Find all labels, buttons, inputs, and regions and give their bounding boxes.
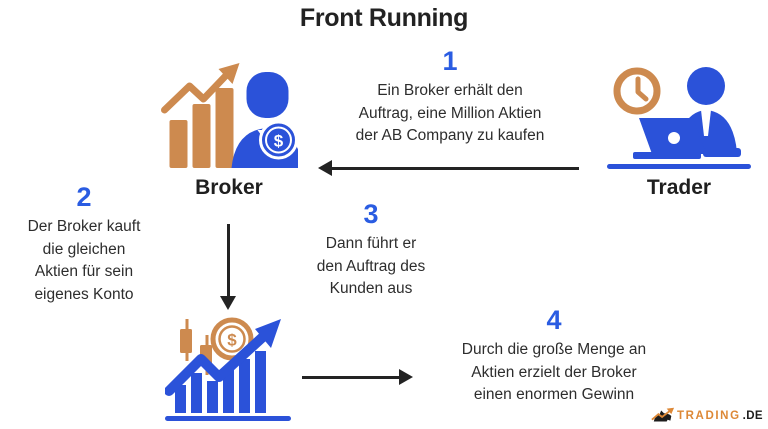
step-2: 2 Der Broker kauft die gleichen Aktien f… <box>0 182 168 306</box>
step-2-text: Der Broker kauft die gleichen Aktien für… <box>27 218 141 303</box>
desk-line <box>607 164 751 169</box>
arrow-head-right <box>399 369 413 385</box>
growth-chart-icon: $ <box>164 317 291 421</box>
step-3: 3 Dann führt er den Auftrag des Kunden a… <box>287 199 455 301</box>
step-3-text: Dann führt er den Auftrag des Kunden aus <box>316 235 426 298</box>
dollar-coin-outline-icon: $ <box>210 317 254 361</box>
trend-up-arrow-icon <box>161 63 240 114</box>
clock-icon <box>613 67 661 115</box>
bar-chart-icon <box>169 88 234 168</box>
step-1-text: Ein Broker erhält den Auftrag, eine Mill… <box>355 82 545 145</box>
step-1: 1 Ein Broker erhält den Auftrag, eine Mi… <box>315 46 585 148</box>
growth-arrow-icon <box>164 319 281 396</box>
svg-text:$: $ <box>274 132 284 151</box>
step-2-number: 2 <box>76 182 92 212</box>
trading-de-logo: TRADING.DE <box>651 407 763 425</box>
page-title: Front Running <box>299 4 469 32</box>
arrow-head-down <box>220 296 236 310</box>
trader-icon <box>607 67 751 169</box>
logo-tld-text: .DE <box>742 410 763 422</box>
chart-baseline <box>165 416 291 421</box>
broker-actor: $ Broker <box>158 60 300 200</box>
arrow-shaft <box>330 166 579 170</box>
trader-label: Trader <box>646 176 712 199</box>
step-4: 4 Durch die große Menge an Aktien erziel… <box>418 305 690 407</box>
step-3-number: 3 <box>363 199 379 229</box>
broker-label: Broker <box>195 176 263 199</box>
dollar-coin-icon: $ <box>259 120 298 160</box>
svg-text:$: $ <box>227 331 237 350</box>
logo-brand-text: TRADING <box>677 410 741 422</box>
trader-actor: Trader <box>604 62 754 200</box>
step-4-text: Durch die große Menge an Aktien erzielt … <box>461 341 647 404</box>
broker-icon: $ <box>161 63 298 168</box>
laptop-icon <box>633 118 706 159</box>
arrow-market-to-profit <box>302 369 413 385</box>
growth-chart: $ <box>164 312 293 429</box>
arrow-shaft <box>226 224 230 297</box>
arrow-trader-to-broker <box>318 160 579 176</box>
rising-bars-icon <box>175 351 266 413</box>
arrow-head-left <box>318 160 332 176</box>
step-4-number: 4 <box>546 305 562 335</box>
bull-icon <box>651 407 675 422</box>
step-1-number: 1 <box>442 46 458 76</box>
arrow-shaft <box>302 375 401 379</box>
arrow-broker-to-market <box>220 224 236 310</box>
